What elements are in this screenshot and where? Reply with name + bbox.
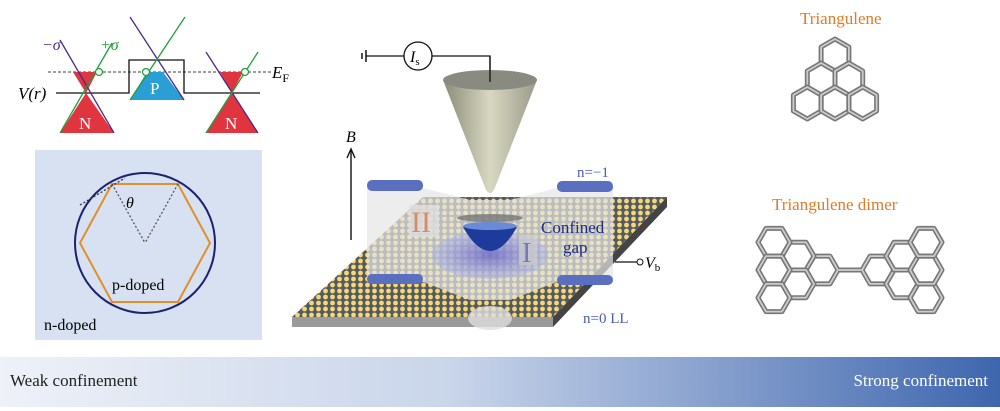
current-label: Is bbox=[409, 49, 420, 68]
hexagon-ring bbox=[757, 255, 791, 285]
electrode bbox=[367, 180, 423, 191]
confinement-bar: Weak confinement Strong confinement bbox=[0, 357, 1000, 407]
electrode bbox=[557, 181, 613, 192]
orbit-circle bbox=[74, 172, 216, 314]
dimer-title: Triangulene dimer bbox=[772, 195, 898, 214]
hexagon-ring bbox=[909, 227, 943, 258]
region-p: P bbox=[150, 79, 159, 98]
level-bottom-label: n=0 LL bbox=[583, 311, 629, 327]
theta-label: θ bbox=[126, 195, 134, 212]
confined-bowl bbox=[463, 227, 517, 251]
hexagon-ring bbox=[757, 282, 791, 313]
fermi-label: EF bbox=[271, 63, 289, 85]
hexagon-ring bbox=[909, 255, 943, 285]
hexagon-ring bbox=[909, 282, 943, 313]
region-n-right: N bbox=[225, 114, 237, 133]
field-label: B bbox=[346, 129, 356, 146]
orbit-inset: θ p-doped n-doped bbox=[35, 150, 262, 340]
cone-n2-lower bbox=[206, 93, 258, 133]
band-diagram: −σ +σ V(r) EF N P N bbox=[18, 16, 289, 134]
confined-gap-label-1: Confined bbox=[541, 218, 605, 237]
region-n-left: N bbox=[79, 114, 91, 133]
electrode bbox=[557, 275, 613, 285]
hexagon-ring bbox=[820, 86, 850, 120]
plus-sigma-label: +σ bbox=[100, 37, 120, 54]
stm-schematic: Is B Vb II I Confined gap n=−1 bbox=[292, 41, 667, 330]
region-one-label: I bbox=[522, 238, 531, 269]
strong-confinement-label: Strong confinement bbox=[853, 371, 988, 390]
p-doped-label: p-doped bbox=[112, 277, 164, 294]
region-two-label: II bbox=[411, 206, 431, 239]
level-top-label: n=−1 bbox=[577, 165, 609, 181]
triangulene-molecule bbox=[790, 36, 880, 122]
cone-n2-upper bbox=[220, 72, 243, 93]
hexagon-ring bbox=[847, 86, 878, 120]
inset-background bbox=[35, 150, 262, 340]
triangulene-dimer-molecule bbox=[755, 225, 945, 315]
hexagon-ring bbox=[792, 86, 823, 120]
cone-n1-lower bbox=[60, 93, 114, 133]
triangulene-title: Triangulene bbox=[800, 9, 882, 28]
potential-label: V(r) bbox=[18, 84, 47, 103]
minus-sigma-label: −σ bbox=[42, 37, 62, 54]
weak-confinement-label: Weak confinement bbox=[10, 371, 138, 390]
stm-tip bbox=[443, 80, 537, 193]
confined-gap-label-2: gap bbox=[563, 238, 588, 257]
electrode bbox=[367, 274, 423, 284]
hexagon-ring bbox=[757, 227, 791, 258]
bias-label: Vb bbox=[645, 255, 661, 274]
n-doped-label: n-doped bbox=[44, 317, 96, 334]
